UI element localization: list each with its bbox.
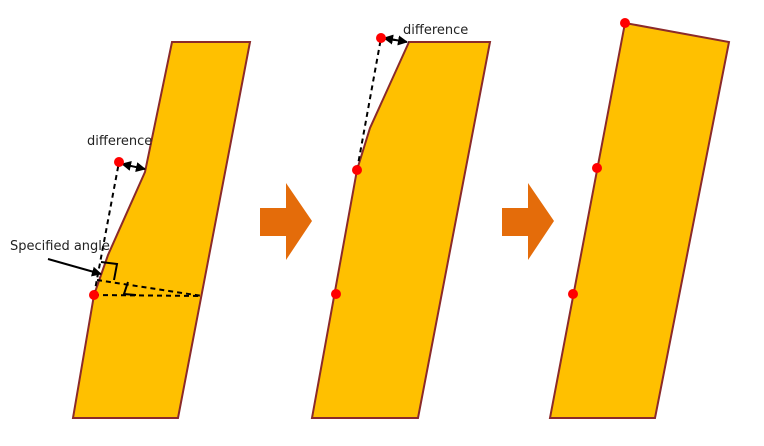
- panel-3-after: [548, 18, 731, 419]
- panel-2-shape: [310, 41, 492, 419]
- panel-1-angle-arc: [122, 281, 137, 296]
- panel-1-point-bottom: [89, 290, 99, 300]
- panel-2-difference-arrow: [383, 34, 408, 46]
- step-arrow-2: [502, 183, 554, 260]
- panel-2-point-top: [376, 33, 386, 43]
- panel-3-shape: [548, 21, 731, 419]
- panel-2-point-middle: [352, 165, 362, 175]
- panel-2-point-bottom: [331, 289, 341, 299]
- specified-angle-label: Specified angle: [10, 239, 110, 254]
- panel-2-difference-label: difference: [403, 23, 468, 38]
- panel-1-shape: [71, 41, 252, 419]
- panel-3-point-middle: [592, 163, 602, 173]
- panel-3-point-bottom: [568, 289, 578, 299]
- panel-1-point-top: [114, 157, 124, 167]
- panel-2-intermediate: difference: [310, 23, 492, 419]
- panel-1-guide-horizontal: [93, 294, 203, 297]
- step-arrow-1: [260, 183, 312, 260]
- panel-1-difference-label: difference: [87, 134, 152, 149]
- panel-1-angle-pointer: [47, 258, 102, 277]
- panel-1-difference-arrow: [121, 161, 146, 172]
- panel-1-right-angle-mark: [100, 261, 119, 281]
- panel-1-before: difference Specified angle: [10, 41, 252, 419]
- panel-3-point-top: [620, 18, 630, 28]
